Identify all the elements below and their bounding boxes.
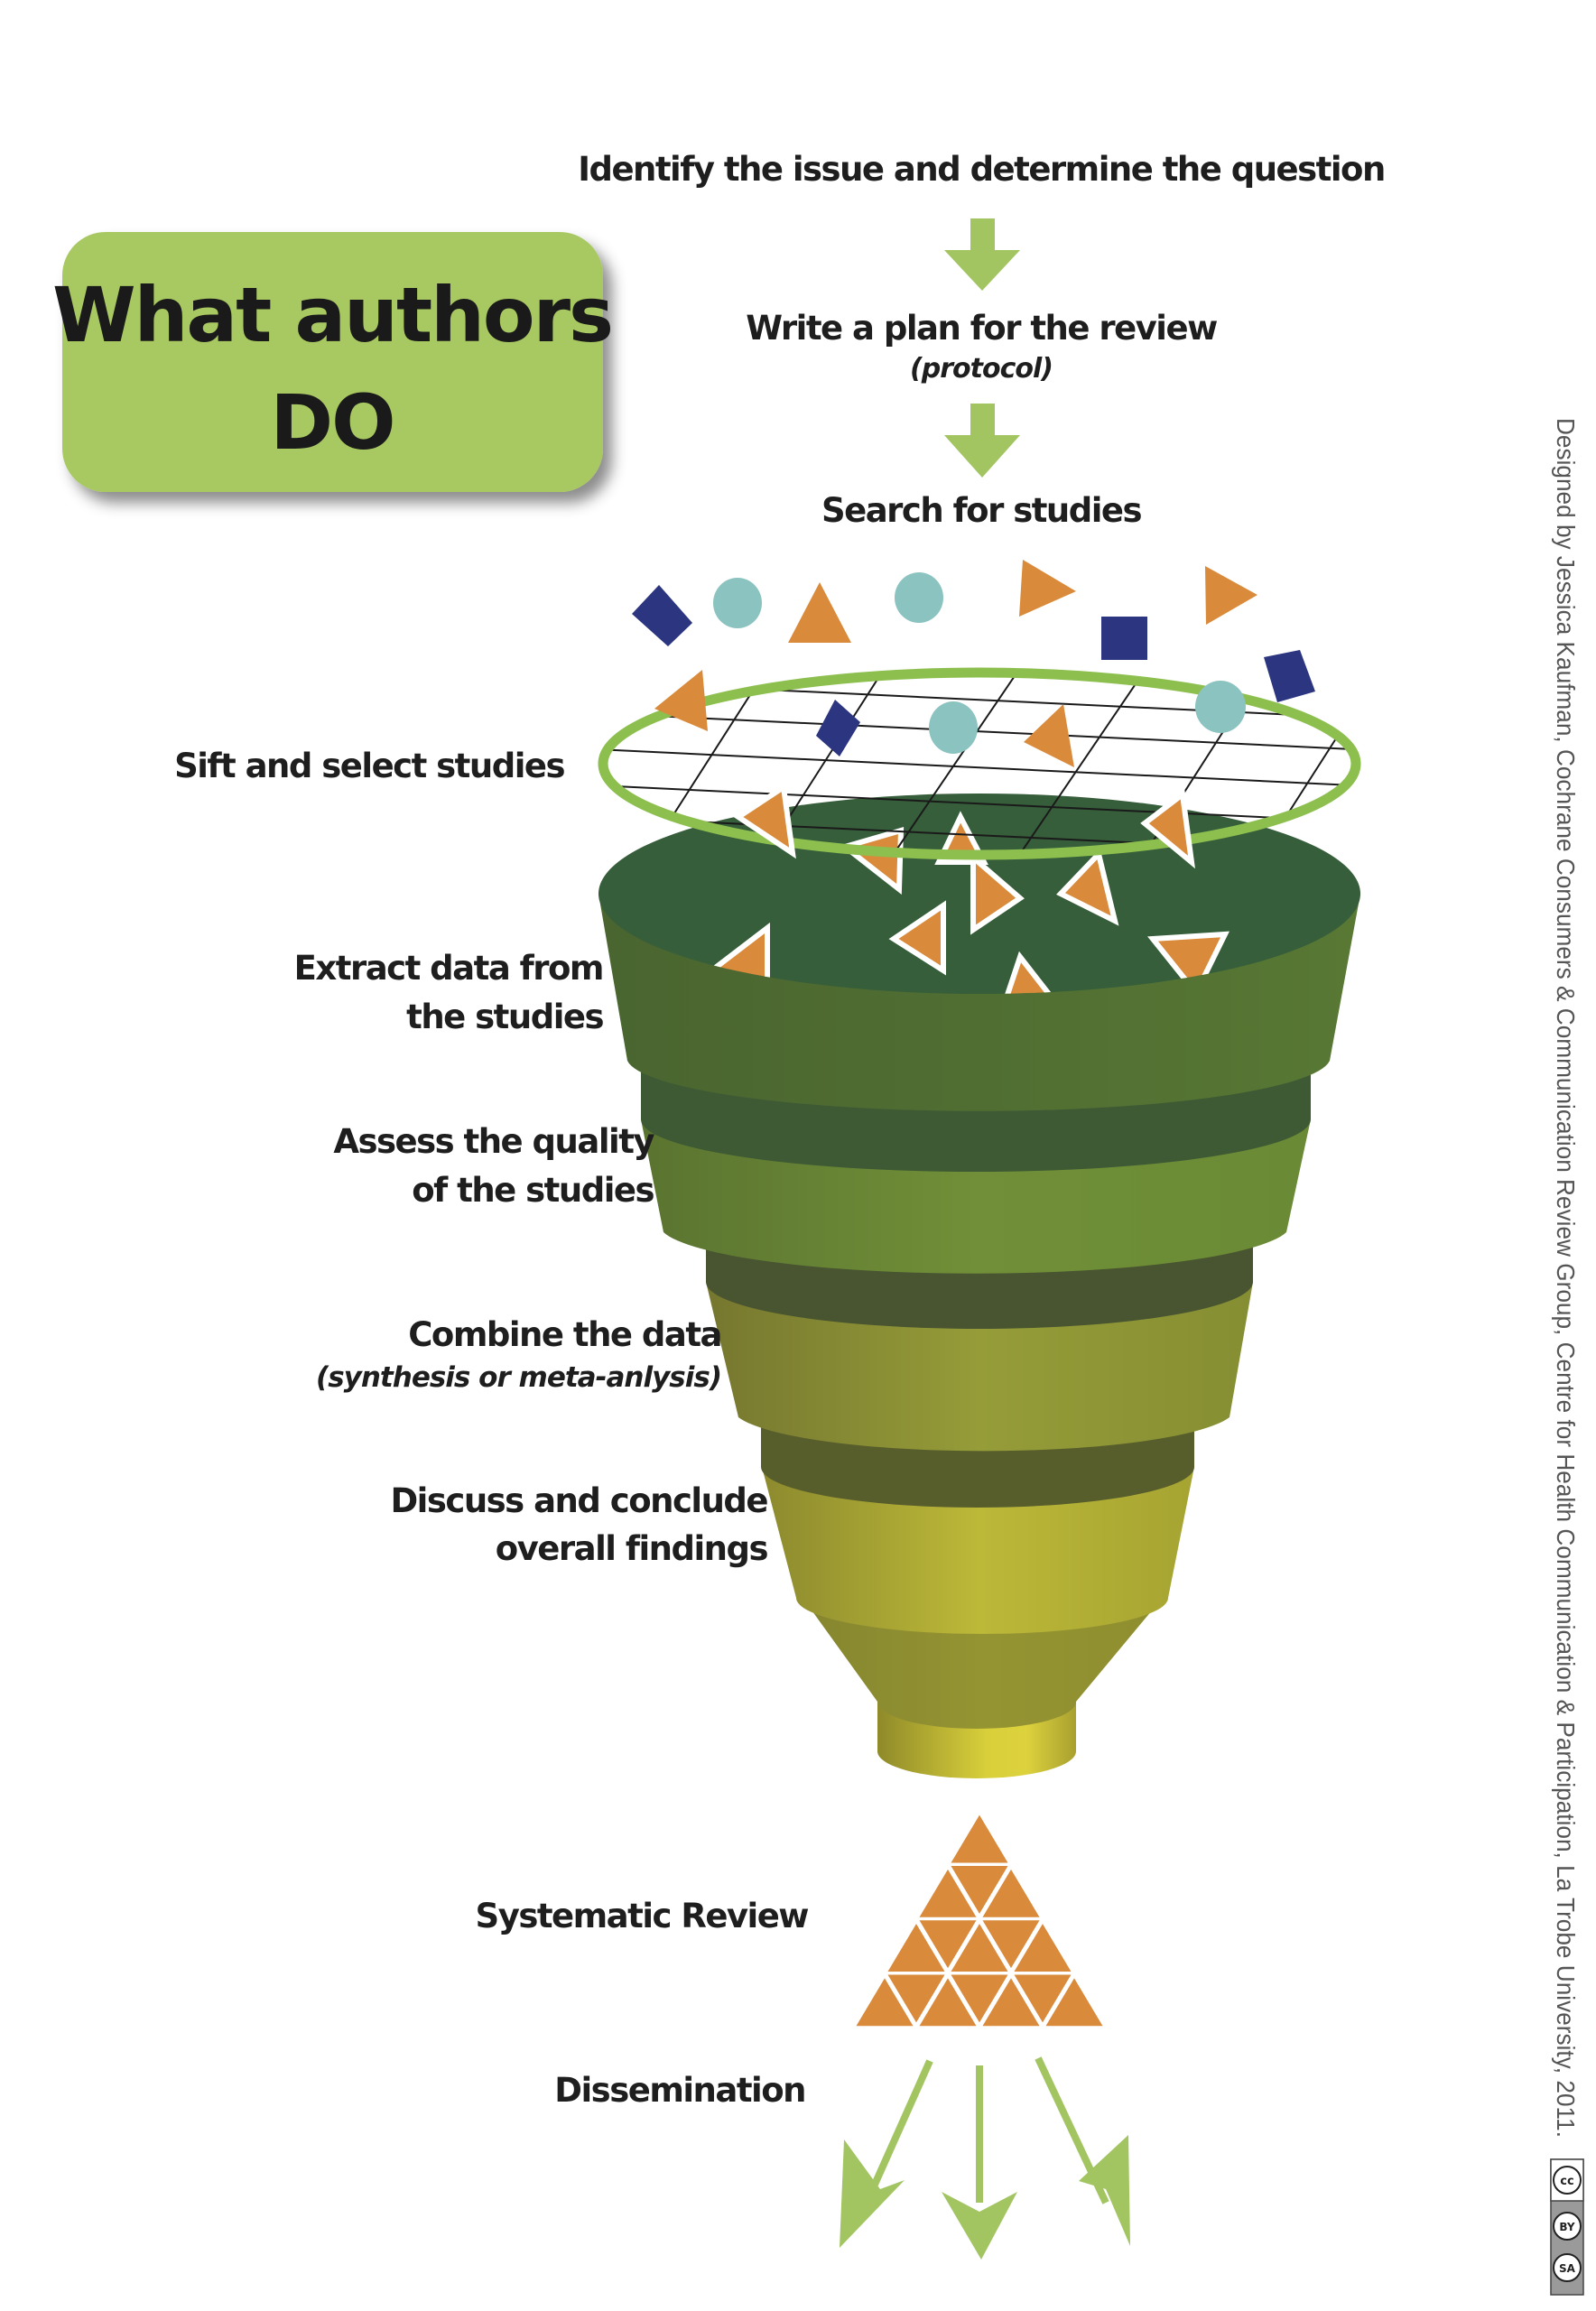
step-combine-note: (synthesis or meta-anlysis) xyxy=(316,1361,721,1394)
credit-text: Designed by Jessica Kaufman, Cochrane Co… xyxy=(1552,418,1580,2138)
pyramid-triangle-down xyxy=(1014,1974,1072,2023)
orange-triangle-icon xyxy=(788,582,851,643)
step-assess-label-2: of the studies xyxy=(412,1171,654,1210)
sa-icon xyxy=(1553,2253,1582,2282)
orange-triangle-icon xyxy=(888,900,946,976)
pyramid-triangle-down xyxy=(951,1866,1008,1914)
step-discuss-label-1: Discuss and conclude xyxy=(390,1481,767,1520)
step-review-label: Systematic Review xyxy=(476,1897,809,1935)
pyramid-triangle-down xyxy=(951,1974,1008,2023)
badge-by-label: BY xyxy=(1559,2221,1574,2233)
cc-icon xyxy=(1553,2166,1582,2195)
title-box: What authors DO xyxy=(52,232,614,492)
badge-sa-label: SA xyxy=(1559,2262,1576,2275)
funnel-section-discuss xyxy=(762,1467,1194,1634)
orange-triangle-icon xyxy=(1205,566,1257,625)
navy-square-icon xyxy=(1264,650,1315,702)
navy-square-icon xyxy=(1101,617,1147,660)
arrow-left-icon xyxy=(840,2059,933,2248)
step-combine-label: Combine the data xyxy=(408,1315,721,1354)
teal-circle-icon xyxy=(895,572,943,623)
step-discuss-label-2: overall findings xyxy=(496,1529,768,1568)
sieve xyxy=(598,667,1361,869)
orange-triangle-icon xyxy=(1147,931,1229,994)
pyramid-triangle-up xyxy=(982,1978,1040,2027)
teal-circle-icon xyxy=(1195,681,1246,733)
orange-triangle-icon xyxy=(1002,951,1058,994)
arrow-right-icon xyxy=(1035,2056,1130,2246)
funnel-section-combine xyxy=(706,1282,1253,1452)
orange-triangle-icon xyxy=(1024,704,1074,767)
pyramid-triangle-up xyxy=(919,1869,977,1917)
pyramid-triangle-up xyxy=(887,1924,945,1972)
pyramid-triangle-up xyxy=(982,1869,1040,1917)
down-arrow-icon xyxy=(944,218,1020,291)
orange-triangle-icon xyxy=(1140,789,1195,869)
navy-diamond-icon xyxy=(816,700,860,756)
pyramid-triangle-up xyxy=(1045,1978,1103,2027)
pyramid-triangle-up xyxy=(856,1978,914,2027)
down-arrow-icon xyxy=(944,404,1020,478)
step-sift-label: Sift and select studies xyxy=(174,747,564,785)
step-plan-label: Write a plan for the review xyxy=(746,309,1217,348)
sieve-ring xyxy=(598,667,1361,860)
orange-triangle-icon xyxy=(1056,848,1119,926)
by-icon xyxy=(1553,2212,1582,2241)
cc-by-sa-icon[interactable]: cc BY SA xyxy=(1550,2158,1584,2296)
title-box-background xyxy=(62,232,603,492)
teal-circle-icon xyxy=(713,578,762,628)
teal-circle-icon xyxy=(929,701,978,754)
dissemination-arrows xyxy=(840,2056,1130,2260)
title-line-2: DO xyxy=(270,378,394,467)
step-extract-label-2: the studies xyxy=(406,998,603,1036)
title-line-1: What authors xyxy=(52,271,612,359)
pyramid-triangle-up xyxy=(951,1814,1008,1863)
orange-triangle-icon xyxy=(654,670,708,731)
pyramid-triangle-down xyxy=(982,1920,1040,1969)
study-shapes xyxy=(632,560,1315,702)
orange-triangle-icon xyxy=(733,782,796,859)
navy-diamond-icon xyxy=(632,585,692,646)
pyramid-triangle-down xyxy=(887,1974,945,2023)
pyramid-triangle-up xyxy=(1014,1924,1072,1972)
funnel xyxy=(598,794,1360,1778)
pyramid-triangle-up xyxy=(919,1978,977,2027)
step-dissemination-label: Dissemination xyxy=(554,2071,805,2110)
step-search-label: Search for studies xyxy=(821,491,1142,530)
pyramid-triangle-up xyxy=(951,1924,1008,1972)
step-plan-note: (protocol) xyxy=(910,353,1053,385)
step-identify-label: Identify the issue and determine the que… xyxy=(578,150,1385,189)
arrow-down-icon xyxy=(942,2065,1017,2260)
orange-triangle-icon xyxy=(970,851,1025,935)
step-assess-label-1: Assess the quality xyxy=(333,1122,654,1161)
step-extract-label-1: Extract data from xyxy=(294,949,603,988)
orange-triangle-icon xyxy=(1019,560,1076,617)
badge-cc-label: cc xyxy=(1560,2175,1573,2188)
systematic-review-pyramid-icon xyxy=(856,1814,1103,2027)
pyramid-triangle-down xyxy=(919,1920,977,1969)
